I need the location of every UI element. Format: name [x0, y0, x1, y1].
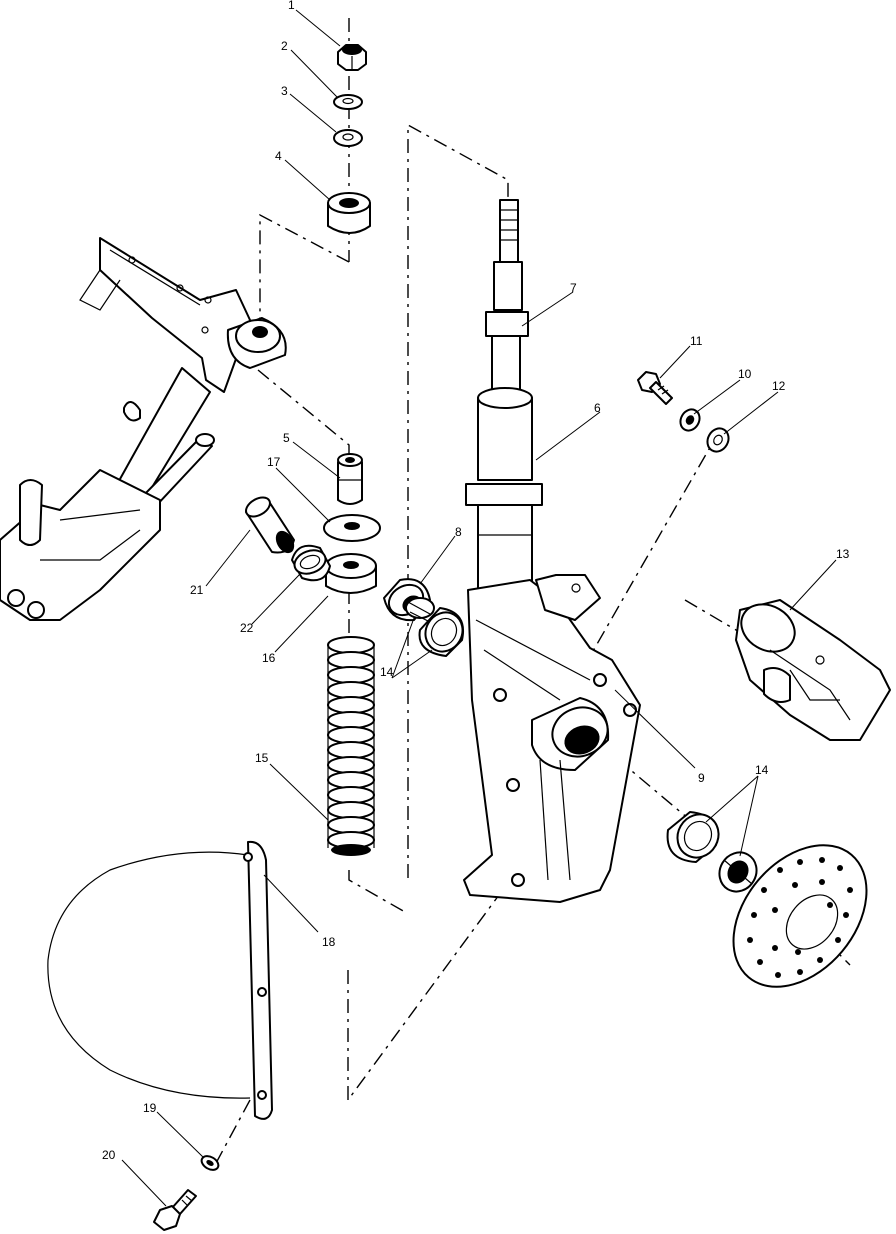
- callout-19: 19: [143, 1101, 157, 1115]
- shield-plate-part-18: [47, 840, 273, 1120]
- callout-14-upper: 14: [380, 665, 394, 679]
- callout-4: 4: [275, 149, 282, 163]
- callout-8: 8: [455, 525, 462, 539]
- spacer-part-5: [337, 453, 363, 505]
- callout-3: 3: [281, 84, 288, 98]
- callout-7: 7: [570, 281, 577, 295]
- caliper-part-13: [735, 599, 891, 741]
- callout-15: 15: [255, 751, 269, 765]
- washer-part-2: [333, 94, 363, 110]
- steering-post-part-7: [485, 199, 529, 396]
- leader-lines: [121, 9, 837, 1207]
- callout-17: 17: [267, 455, 281, 469]
- callout-5: 5: [283, 431, 290, 445]
- callout-13: 13: [836, 547, 850, 561]
- bushing-part-4: [327, 192, 371, 234]
- callout-11: 11: [690, 334, 703, 348]
- bearing-part-14-lower-cone: [718, 851, 758, 893]
- callout-2: 2: [281, 39, 288, 53]
- bearing-race-part-14-upper: [418, 607, 464, 657]
- callout-18: 18: [322, 935, 336, 949]
- callout-20: 20: [102, 1148, 116, 1162]
- lock-nut-part-1: [337, 44, 367, 71]
- bearing-part-8: [383, 578, 435, 623]
- washer-part-10: [679, 408, 701, 432]
- callout-1: 1: [288, 0, 295, 12]
- washer-part-12: [706, 427, 730, 453]
- callout-22: 22: [240, 621, 254, 635]
- washer-part-17: [323, 514, 381, 542]
- bolt-part-20: [153, 1189, 197, 1231]
- callout-21: 21: [190, 583, 204, 597]
- spring-cup-part-16: [325, 553, 377, 594]
- ring-part-22: [291, 544, 331, 582]
- washer-part-19: [200, 1155, 220, 1171]
- spindle-housing-part-9: [463, 574, 641, 903]
- assembly-lines: [214, 18, 851, 1166]
- callout-6: 6: [594, 401, 601, 415]
- lower-frame-arm: [0, 367, 215, 621]
- bearing-part-14-lower-cup: [666, 811, 720, 863]
- callout-16: 16: [262, 651, 276, 665]
- upper-frame-bracket: [79, 237, 287, 393]
- callout-14-lower: 14: [755, 763, 769, 777]
- callout-9: 9: [698, 771, 705, 785]
- callout-10: 10: [738, 367, 752, 381]
- callout-labels: 1 2 3 4 5 6 7 8 9 10 11 12 13 14 14 15 1…: [102, 0, 850, 1162]
- callout-12: 12: [772, 379, 786, 393]
- washer-part-3: [333, 129, 363, 147]
- coil-spring-part-15: [327, 636, 375, 856]
- bolt-part-11: [637, 371, 673, 405]
- cylinder-part-21: [245, 496, 295, 554]
- strut-tube-part-6: [465, 387, 543, 601]
- brake-disc: [732, 844, 868, 988]
